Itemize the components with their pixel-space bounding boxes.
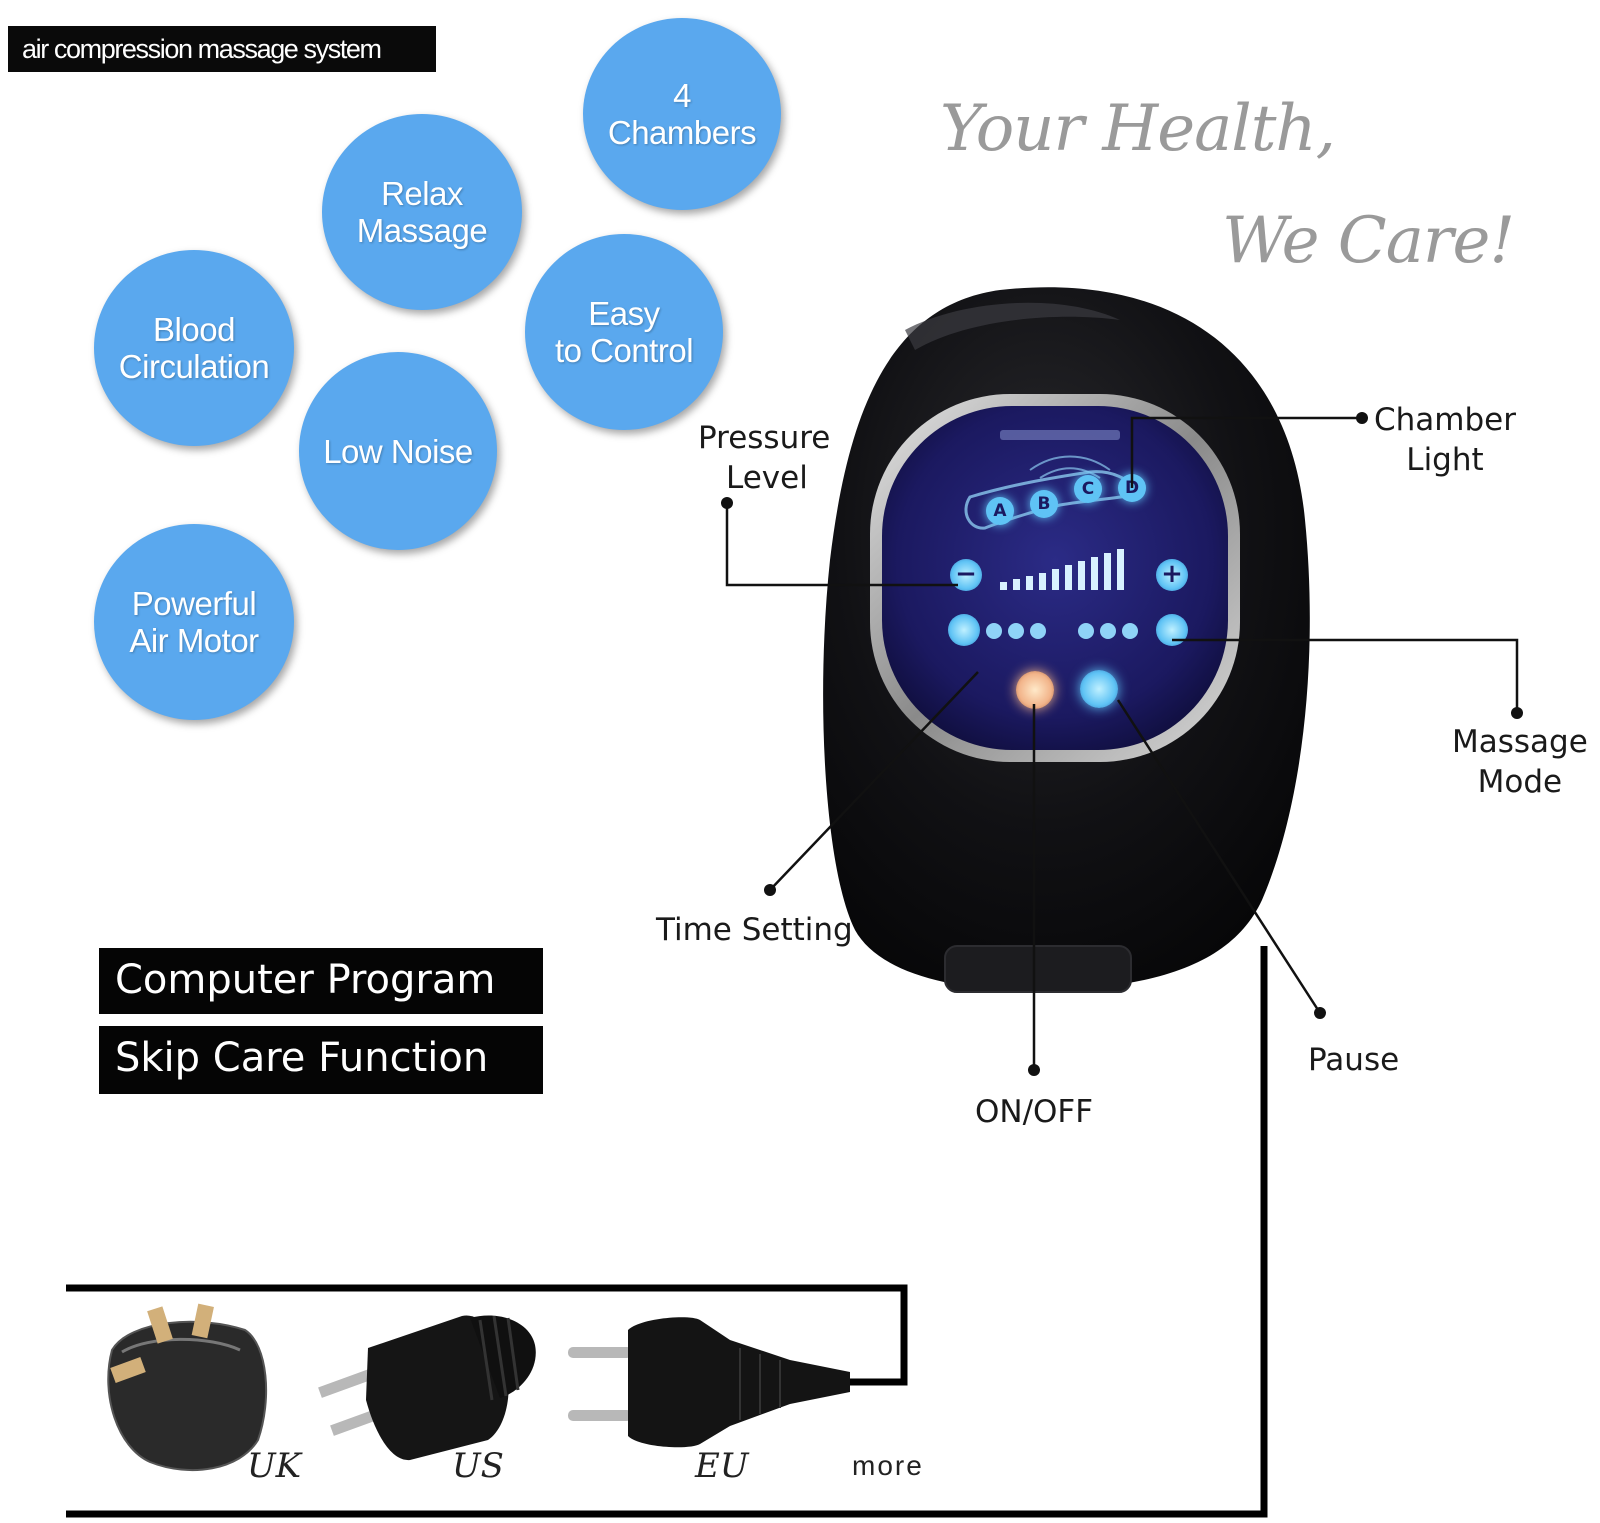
chamber-light-c: C — [1074, 475, 1102, 503]
pressure-level-line: Pressure — [698, 420, 831, 456]
function-skip-care: Skip Care Function — [99, 1026, 543, 1094]
mode-indicator — [1100, 623, 1116, 639]
feature-line: Chambers — [607, 114, 757, 151]
pressure-bar — [1052, 569, 1059, 590]
time-dot — [764, 884, 776, 896]
pressure-bar — [1078, 561, 1085, 590]
massage-mode-label: Massage Mode — [1452, 722, 1588, 802]
mode-dot — [1511, 707, 1523, 719]
feature-line: 4 — [673, 77, 691, 114]
pause-leader — [1116, 699, 1322, 1014]
pressure-leader — [725, 503, 958, 587]
uk-plug-icon — [107, 1303, 268, 1472]
feature-bubble-low-noise: Low Noise — [299, 352, 497, 550]
pause-label: Pause — [1308, 1042, 1400, 1078]
feature-line: Relax — [381, 175, 463, 212]
function-computer-program: Computer Program — [99, 948, 543, 1014]
product-banner: air compression massage system — [8, 26, 436, 72]
mode-indicator — [1078, 623, 1094, 639]
device-highlight — [905, 302, 1120, 350]
feature-line: Easy — [588, 295, 660, 332]
pressure-bar — [1039, 573, 1046, 590]
pressure-level-bars — [1000, 546, 1140, 590]
brand-logo-mark — [1000, 430, 1120, 440]
feature-line: Air Motor — [129, 622, 259, 659]
time-indicator — [986, 623, 1002, 639]
feature-line: Low Noise — [323, 432, 473, 470]
us-plug-icon — [318, 1315, 536, 1461]
plug-cable — [66, 1284, 908, 1386]
on-off-label: ON/OFF — [975, 1094, 1094, 1130]
pause-button[interactable] — [1080, 670, 1118, 708]
pause-dot — [1314, 1007, 1326, 1019]
chamber-light-a: A — [986, 497, 1014, 525]
pressure-level-label: Pressure Level — [698, 418, 830, 498]
pressure-bar — [1026, 576, 1033, 590]
chamber-light-b: B — [1030, 490, 1058, 518]
massage-mode-line: Mode — [1477, 764, 1563, 800]
feature-line: Massage — [356, 212, 488, 249]
pressure-bar — [1013, 579, 1020, 590]
plug-label-more: more — [852, 1450, 924, 1481]
feature-line: Circulation — [118, 348, 270, 385]
mode-leader — [1172, 638, 1519, 713]
onoff-dot — [1028, 1064, 1040, 1076]
power-cord — [66, 946, 1268, 1518]
feature-line: Blood — [153, 311, 235, 348]
chamber-dot — [1356, 412, 1368, 424]
time-leader — [769, 671, 979, 891]
plug-label-eu: EU — [695, 1446, 749, 1486]
feature-line: Powerful — [131, 585, 257, 622]
chamber-light-line: Chamber — [1374, 402, 1516, 438]
chamber-light-line: Light — [1406, 442, 1484, 478]
slogan-line-2: We Care! — [1222, 204, 1515, 278]
pressure-bar — [1117, 549, 1124, 590]
time-indicator — [1008, 623, 1024, 639]
time-setting-label: Time Setting — [656, 912, 853, 948]
pressure-dot — [721, 497, 733, 509]
pressure-bar — [1065, 565, 1072, 590]
massage-mode-line: Massage — [1452, 724, 1588, 760]
pressure-level-line: Level — [726, 460, 808, 496]
wave-lines-icon — [1029, 455, 1111, 479]
leg-outline-icon — [964, 470, 1143, 530]
chamber-leader — [1130, 416, 1362, 488]
mode-indicator — [1122, 623, 1138, 639]
feature-line: to Control — [554, 332, 694, 369]
time-indicator — [1030, 623, 1046, 639]
plug-label-uk: UK — [247, 1446, 302, 1486]
pressure-bar — [1000, 582, 1007, 590]
plug-label-us: US — [452, 1446, 504, 1486]
chamber-light-label: Chamber Light — [1374, 400, 1516, 480]
power-button[interactable] — [1016, 671, 1054, 709]
eu-plug-icon — [568, 1317, 850, 1448]
time-setting-button[interactable] — [948, 614, 980, 646]
device-slot — [944, 945, 1132, 993]
slogan-line-1: Your Health, — [940, 92, 1336, 166]
pressure-bar — [1091, 557, 1098, 590]
pressure-bar — [1104, 553, 1111, 590]
pressure-plus-button[interactable]: + — [1156, 559, 1188, 591]
